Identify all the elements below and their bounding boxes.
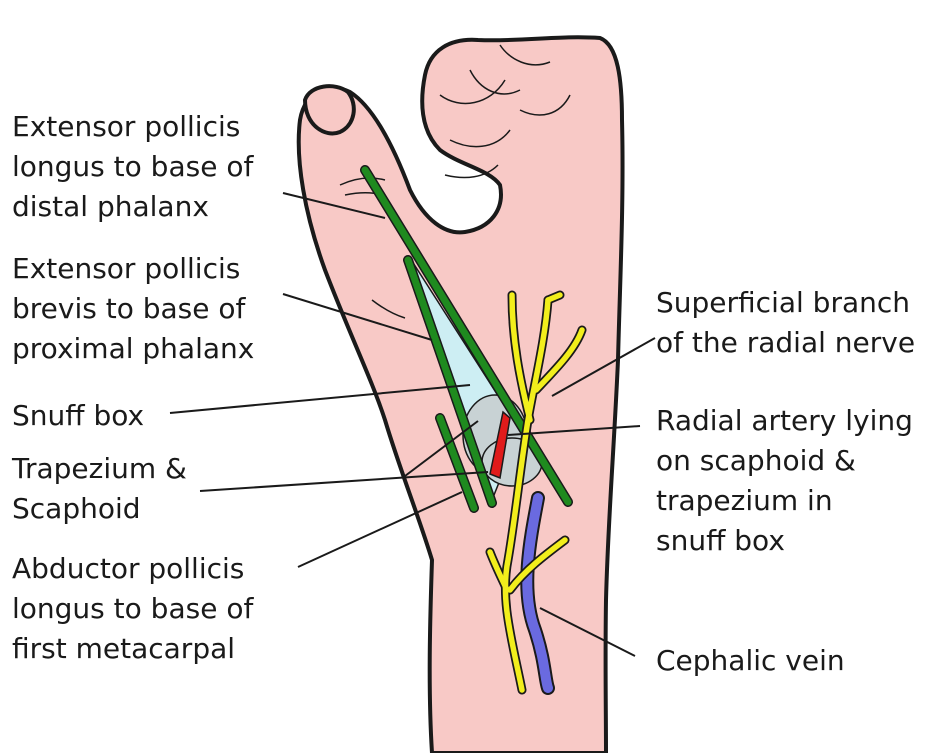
label-apl-line-1: Abductor pollicis — [12, 552, 244, 585]
label-apl-line-3: first metacarpal — [12, 632, 235, 665]
label-epl-line-1: Extensor pollicis — [12, 110, 240, 143]
label-nerve-line-1: Superficial branch — [656, 286, 910, 319]
label-snuffbox: Snuff box — [12, 399, 144, 432]
label-apl-line-2: longus to base of — [12, 592, 254, 625]
label-epb-line-1: Extensor pollicis — [12, 252, 240, 285]
label-artery-line-3: trapezium in — [656, 484, 833, 517]
label-bones-line-1: Trapezium & — [11, 452, 187, 485]
label-nerve: Superficial branch of the radial nerve — [656, 286, 915, 359]
label-artery-line-1: Radial artery lying — [656, 404, 913, 437]
label-apl: Abductor pollicis longus to base of firs… — [12, 552, 254, 665]
label-artery: Radial artery lying on scaphoid & trapez… — [656, 404, 913, 557]
label-nerve-line-2: of the radial nerve — [656, 326, 915, 359]
label-artery-line-4: snuff box — [656, 524, 785, 557]
label-snuffbox-line-1: Snuff box — [12, 399, 144, 432]
label-epb: Extensor pollicis brevis to base of prox… — [12, 252, 254, 365]
label-bones: Trapezium & Scaphoid — [11, 452, 187, 525]
label-vein: Cephalic vein — [656, 644, 845, 677]
label-epl: Extensor pollicis longus to base of dist… — [12, 110, 254, 223]
label-bones-line-2: Scaphoid — [12, 492, 141, 525]
label-epb-line-3: proximal phalanx — [12, 332, 254, 365]
label-epl-line-2: longus to base of — [12, 150, 254, 183]
label-artery-line-2: on scaphoid & — [656, 444, 856, 477]
label-vein-line-1: Cephalic vein — [656, 644, 845, 677]
label-epl-line-3: distal phalanx — [12, 190, 209, 223]
label-epb-line-2: brevis to base of — [12, 292, 247, 325]
